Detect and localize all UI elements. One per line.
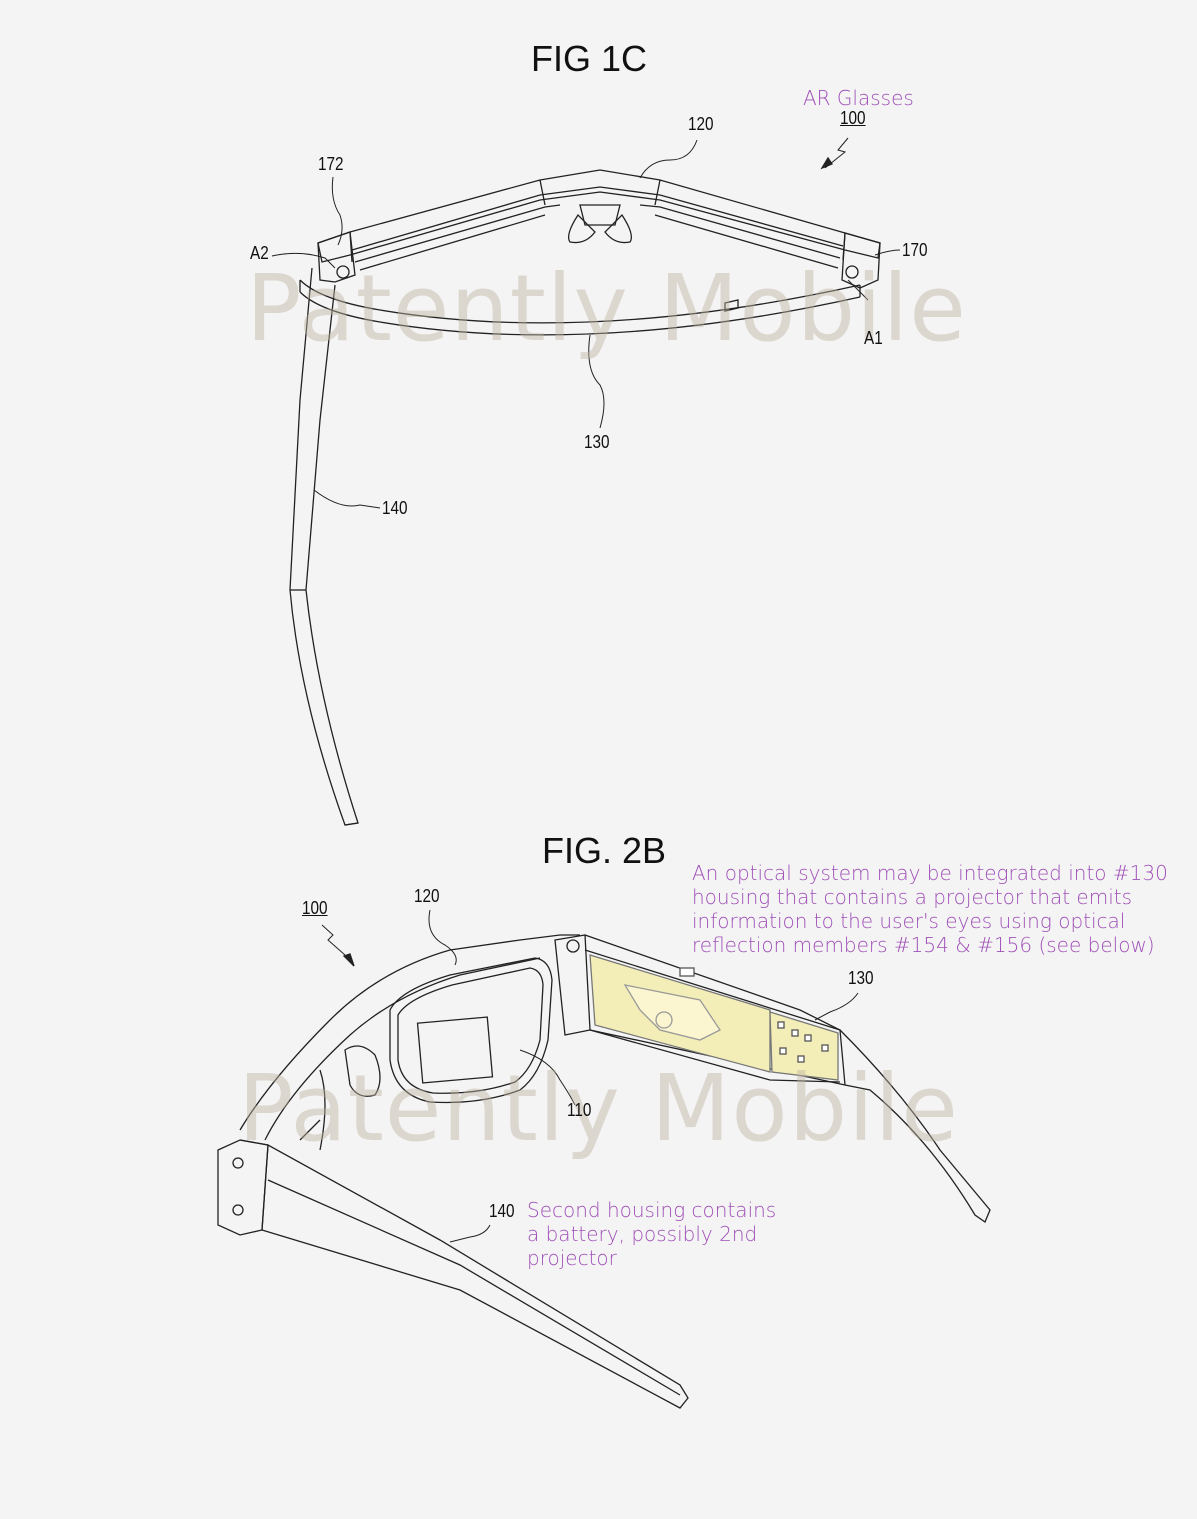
ref-110: 110: [567, 1100, 592, 1120]
watermark-bottom: Patently Mobile: [238, 1055, 959, 1162]
ref-130-fig2b: 130: [848, 968, 874, 988]
ar-glasses-label: AR Glasses: [803, 86, 914, 110]
fig1c-title: FIG 1C: [531, 38, 648, 79]
ref-a1: A1: [864, 328, 883, 348]
ref-172: 172: [318, 154, 344, 174]
optical-system-note: An optical system may be integrated into…: [692, 861, 1168, 957]
ref-120-fig2b: 120: [414, 886, 440, 906]
ref-130-fig1c: 130: [584, 432, 610, 452]
watermark-top: Patently Mobile: [246, 255, 967, 362]
fig2b-title: FIG. 2B: [542, 830, 667, 871]
ref-140-fig1c: 140: [382, 498, 408, 518]
ref-120-fig1c: 120: [688, 114, 714, 134]
ref-a2: A2: [250, 243, 269, 263]
ref-100-fig2b: 100: [302, 898, 328, 918]
ref-100-fig1c: 100: [840, 108, 866, 128]
battery-note: Second housing contains a battery, possi…: [527, 1198, 777, 1270]
ref-170: 170: [902, 240, 928, 260]
ref-140-fig2b: 140: [489, 1201, 515, 1221]
